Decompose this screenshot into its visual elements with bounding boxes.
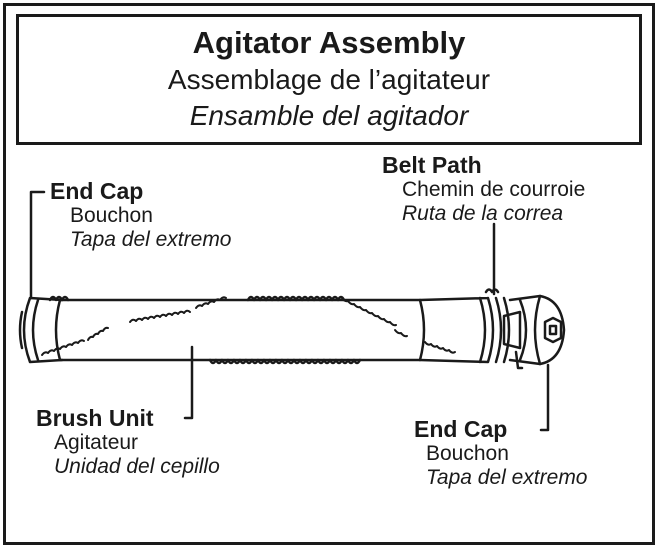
bristle-row-top — [48, 295, 346, 302]
label-end-cap-right: End Cap Bouchon Tapa del extremo — [414, 416, 588, 490]
spiral-bristles — [41, 296, 456, 356]
belt-path-fr: Chemin de courroie — [402, 178, 586, 201]
left-end-cap — [22, 296, 64, 364]
belt-path-sleeve — [418, 296, 495, 364]
bristle-row-bottom — [208, 358, 362, 365]
end-cap-right-en: End Cap — [414, 416, 508, 442]
title-box: Agitator Assembly Assemblage de l’agitat… — [16, 14, 642, 145]
end-cap-right-es: Tapa del extremo — [426, 466, 588, 489]
title-spanish: Ensamble del agitador — [189, 100, 469, 131]
label-end-cap-left: End Cap Bouchon Tapa del extremo — [50, 178, 232, 252]
right-end-cap — [508, 294, 566, 366]
end-cap-left-en: End Cap — [50, 178, 144, 204]
hex-hub — [543, 316, 563, 344]
belt-path-en: Belt Path — [382, 152, 482, 178]
label-belt-path: Belt Path Chemin de courroie Ruta de la … — [382, 152, 585, 226]
brush-unit-en: Brush Unit — [36, 405, 154, 431]
end-cap-left-fr: Bouchon — [70, 204, 153, 227]
brush-unit-es: Unidad del cepillo — [54, 455, 220, 478]
leader-end-cap-right — [539, 363, 550, 432]
brush-body — [54, 298, 426, 362]
end-cap-left-es: Tapa del extremo — [70, 228, 232, 251]
title-english: Agitator Assembly — [192, 25, 466, 60]
brush-unit-fr: Agitateur — [54, 431, 139, 454]
leader-end-cap-left — [29, 190, 46, 300]
belt-path-es: Ruta de la correa — [402, 202, 564, 225]
title-french: Assemblage de l’agitateur — [167, 64, 491, 95]
label-brush-unit: Brush Unit Agitateur Unidad del cepillo — [36, 405, 220, 479]
diagram-frame — [3, 3, 655, 545]
leader-brush-unit — [183, 345, 194, 420]
end-cap-right-fr: Bouchon — [426, 442, 509, 465]
